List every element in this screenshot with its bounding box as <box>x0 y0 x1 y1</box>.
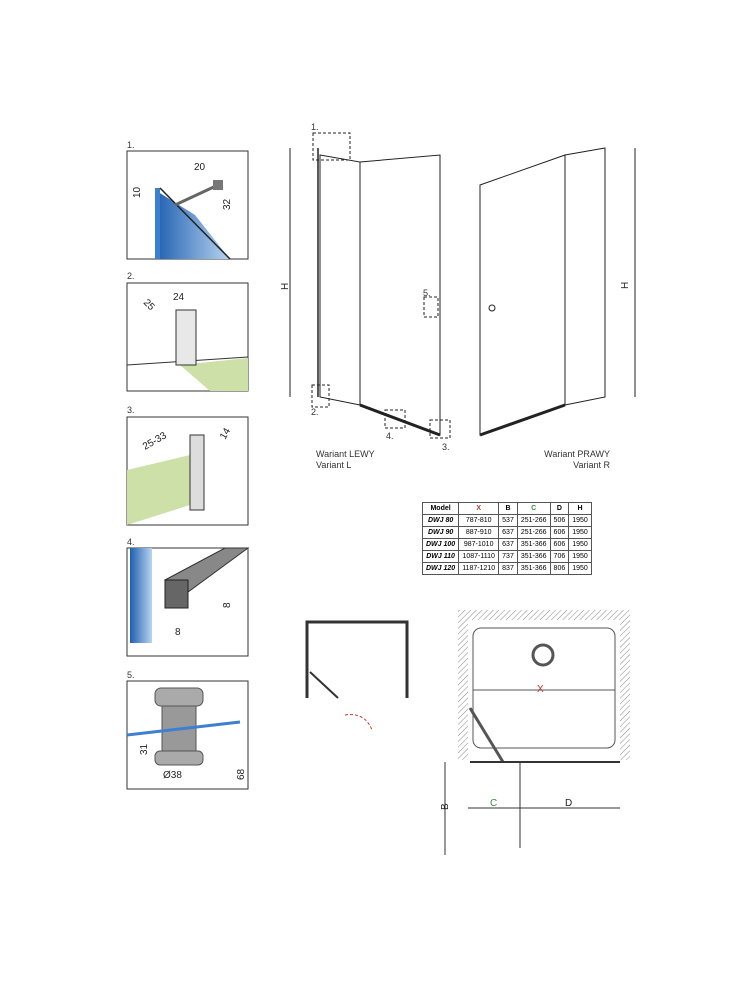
cell-model: DWJ 100 <box>421 538 460 551</box>
dimension-x-label: X <box>537 684 544 695</box>
detail-number: 2. <box>127 271 135 281</box>
detail-number: 1. <box>127 140 135 150</box>
dim-24: 24 <box>173 292 185 303</box>
cell: 351-366 <box>516 538 551 551</box>
variant-left-en: Variant L <box>316 460 352 470</box>
cell: 1950 <box>568 514 592 527</box>
dim-68: 68 <box>236 768 247 780</box>
detail-number: 4. <box>127 537 135 547</box>
header-x: X <box>458 502 500 515</box>
callout-5: 5. <box>423 288 431 298</box>
variant-right-en: Variant R <box>573 460 610 470</box>
dim-31: 31 <box>139 743 150 755</box>
callout-2: 2. <box>311 407 319 417</box>
cell: 1950 <box>568 538 592 551</box>
cell: 1087-1110 <box>458 550 500 563</box>
callout-4: 4. <box>386 431 394 441</box>
cell: 606 <box>549 538 570 551</box>
cell: 637 <box>498 526 518 539</box>
detail-1: 1. 20 10 32 <box>126 140 249 260</box>
cell-model: DWJ 80 <box>421 514 460 527</box>
dim-8-height: 8 <box>222 602 233 608</box>
cell: 251-266 <box>516 514 551 527</box>
callout-1: 1. <box>311 122 319 132</box>
cell: 1950 <box>568 526 592 539</box>
cell: 887-910 <box>458 526 500 539</box>
detail-number: 5. <box>127 670 135 680</box>
detail-number: 3. <box>127 405 135 415</box>
height-label-left: H <box>280 283 291 290</box>
cell: 606 <box>549 526 570 539</box>
header-model: Model <box>421 502 460 515</box>
dim-8-width: 8 <box>175 627 181 638</box>
cell: 1950 <box>568 550 592 563</box>
cell: 806 <box>549 562 570 575</box>
variant-right-pl: Wariant PRAWY <box>544 449 610 459</box>
plan-view-small <box>305 620 409 731</box>
front-view-right <box>479 147 636 437</box>
cell-model: DWJ 120 <box>421 562 460 575</box>
detail-3: 3. 25-33 14 <box>126 405 249 526</box>
cell: 537 <box>498 514 518 527</box>
cell: 351-366 <box>516 562 551 575</box>
detail-2: 2. 24 25 <box>126 271 249 392</box>
dimension-c-label: C <box>490 798 497 809</box>
plan-view-large <box>444 610 630 855</box>
dim-14: 14 <box>218 426 233 442</box>
cell: 787-810 <box>458 514 500 527</box>
detail-5: 5. 31 Ø38 68 <box>126 670 249 790</box>
cell: 637 <box>498 538 518 551</box>
cell: 351-366 <box>516 550 551 563</box>
height-label-right: H <box>620 282 631 289</box>
dim-diameter-38: Ø38 <box>163 770 182 781</box>
detail-4: 4. 8 8 <box>126 537 250 657</box>
callout-3: 3. <box>442 442 450 452</box>
cell: 837 <box>498 562 518 575</box>
front-view-left <box>289 132 451 439</box>
header-b: B <box>498 502 518 515</box>
cell: 251-266 <box>516 526 551 539</box>
dim-10: 10 <box>132 186 143 198</box>
variant-left-caption: Wariant LEWY Variant L <box>316 449 375 471</box>
table-header-row: Model X B C D H <box>421 502 592 515</box>
cell-model: DWJ 110 <box>421 550 460 563</box>
header-d: D <box>549 502 570 515</box>
dim-20: 20 <box>194 162 206 173</box>
cell: 1950 <box>568 562 592 575</box>
dim-32: 32 <box>222 198 233 210</box>
cell: 706 <box>549 550 570 563</box>
dimension-d-label: D <box>565 798 572 809</box>
cell: 737 <box>498 550 518 563</box>
cell: 987-1010 <box>458 538 500 551</box>
header-c: C <box>516 502 551 515</box>
variant-left-pl: Wariant LEWY <box>316 449 375 459</box>
cell: 1187-1210 <box>458 562 500 575</box>
cell-model: DWJ 90 <box>421 526 460 539</box>
variant-right-caption: Wariant PRAWY Variant R <box>536 449 610 471</box>
cell: 506 <box>549 514 570 527</box>
header-h: H <box>568 502 592 515</box>
dimension-b-label: B <box>440 803 451 810</box>
